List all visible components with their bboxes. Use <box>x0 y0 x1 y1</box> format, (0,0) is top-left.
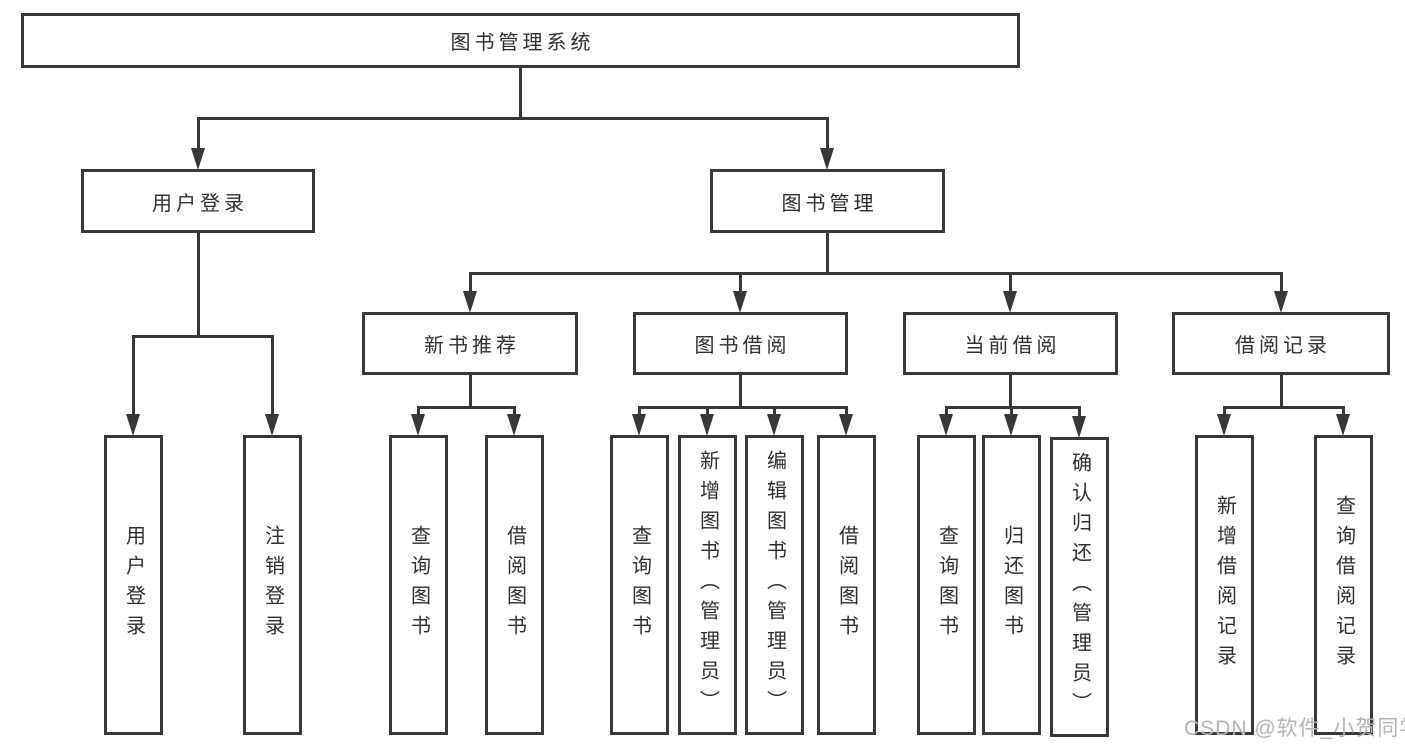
node-label: 查询图书 <box>935 525 958 645</box>
node-label: 查询图书 <box>628 525 651 645</box>
node-label: 归还图书 <box>1000 525 1023 645</box>
node-new-book-rec: 新书推荐 <box>362 312 578 375</box>
connector-line-vertical <box>468 273 472 296</box>
connector-line-vertical <box>468 375 472 407</box>
connector-line-horizontal <box>417 405 516 409</box>
node-label: 图书管理 <box>781 192 878 215</box>
arrowhead-down-icon <box>839 414 853 436</box>
connector-line-vertical <box>739 375 742 407</box>
connector-line-vertical <box>1009 375 1012 407</box>
connector-line-vertical <box>739 273 742 296</box>
node-current-borrow: 当前借阅 <box>903 312 1118 375</box>
node-label: 借阅图书 <box>835 525 858 645</box>
connector-line-vertical <box>945 407 948 419</box>
node-leaf-query-book-borrow: 查询图书 <box>610 435 669 735</box>
node-label: 图书借阅 <box>694 335 791 357</box>
connector-line-vertical <box>706 407 709 419</box>
connector-line-vertical <box>132 336 135 419</box>
node-label: 借阅图书 <box>503 525 526 645</box>
connector-line-vertical <box>196 118 200 153</box>
node-label: 编辑图书（管理员） <box>763 450 786 720</box>
node-leaf-add-book-admin: 新增图书（管理员） <box>678 435 737 735</box>
node-root: 图书管理系统 <box>21 13 1020 68</box>
connector-line-horizontal <box>132 334 274 338</box>
arrowhead-down-icon <box>265 414 279 436</box>
node-leaf-query-book-current: 查询图书 <box>917 435 976 735</box>
connector-line-horizontal <box>468 271 1283 275</box>
connector-line-vertical <box>1010 407 1013 419</box>
arrowhead-down-icon <box>126 414 140 436</box>
node-label: 查询借阅记录 <box>1332 495 1355 675</box>
node-borrow-records: 借阅记录 <box>1172 312 1390 375</box>
node-leaf-borrow-book-borrow: 借阅图书 <box>817 435 876 735</box>
connector-line-vertical <box>1078 407 1081 421</box>
arrowhead-down-icon <box>733 291 747 313</box>
arrowhead-down-icon <box>190 148 205 170</box>
node-label: 用户登录 <box>152 192 248 215</box>
arrowhead-down-icon <box>1273 291 1288 313</box>
connector-line-vertical <box>1223 407 1226 419</box>
node-leaf-user-login: 用户登录 <box>104 435 163 735</box>
connector-line-vertical <box>196 233 200 336</box>
connector-line-vertical <box>1342 407 1345 419</box>
node-label: 借阅记录 <box>1235 335 1331 357</box>
node-label: 新增借阅记录 <box>1213 495 1236 675</box>
node-label: 确认归还（管理员） <box>1068 452 1091 722</box>
arrowhead-down-icon <box>700 414 714 436</box>
connector-line-horizontal <box>638 405 848 409</box>
connector-line-vertical <box>271 336 274 419</box>
node-leaf-query-borrow-record: 查询借阅记录 <box>1314 435 1373 735</box>
connector-line-horizontal <box>196 116 829 120</box>
arrowhead-down-icon <box>939 414 953 436</box>
node-leaf-confirm-return-admin: 确认归还（管理员） <box>1050 437 1109 737</box>
node-label: 新增图书（管理员） <box>696 450 719 720</box>
node-leaf-add-borrow-record: 新增借阅记录 <box>1195 435 1254 735</box>
node-leaf-logout: 注销登录 <box>243 435 302 735</box>
connector-line-vertical <box>1009 273 1012 296</box>
connector-line-vertical <box>638 407 641 419</box>
arrowhead-down-icon <box>1336 414 1350 436</box>
node-label: 注销登录 <box>261 525 284 645</box>
arrowhead-down-icon <box>507 414 521 436</box>
connector-line-vertical <box>513 407 516 419</box>
arrowhead-down-icon <box>767 414 781 436</box>
node-leaf-edit-book-admin: 编辑图书（管理员） <box>745 435 804 735</box>
node-leaf-return-book: 归还图书 <box>982 435 1041 735</box>
node-label: 查询图书 <box>407 525 430 645</box>
arrowhead-down-icon <box>1072 416 1086 438</box>
arrowhead-down-icon <box>1217 414 1231 436</box>
connector-line-vertical <box>519 68 522 118</box>
arrowhead-down-icon <box>462 291 477 313</box>
connector-line-horizontal <box>945 405 1081 409</box>
csdn-watermark: CSDN @软件_小贺同学 <box>1184 717 1405 740</box>
arrowhead-down-icon <box>1004 414 1018 436</box>
arrowhead-down-icon <box>632 414 646 436</box>
connector-line-vertical <box>826 233 829 273</box>
arrowhead-down-icon <box>1003 291 1017 313</box>
connector-line-vertical <box>773 407 776 419</box>
node-leaf-borrow-book-rec: 借阅图书 <box>485 435 544 735</box>
node-user-login: 用户登录 <box>81 169 315 233</box>
node-label: 图书管理系统 <box>450 32 595 54</box>
arrowhead-down-icon <box>411 414 425 436</box>
arrowhead-down-icon <box>820 148 834 170</box>
connector-line-horizontal <box>1223 405 1345 409</box>
connector-line-vertical <box>845 407 848 419</box>
node-book-borrow: 图书借阅 <box>633 312 848 375</box>
node-label: 用户登录 <box>122 525 145 645</box>
connector-line-vertical <box>417 407 420 419</box>
node-book-mgmt: 图书管理 <box>710 169 945 233</box>
node-leaf-query-book-rec: 查询图书 <box>389 435 448 735</box>
connector-line-vertical <box>826 118 829 153</box>
node-label: 新书推荐 <box>424 335 520 357</box>
connector-line-vertical <box>1279 273 1283 296</box>
node-label: 当前借阅 <box>964 335 1061 357</box>
connector-line-vertical <box>1279 375 1283 407</box>
